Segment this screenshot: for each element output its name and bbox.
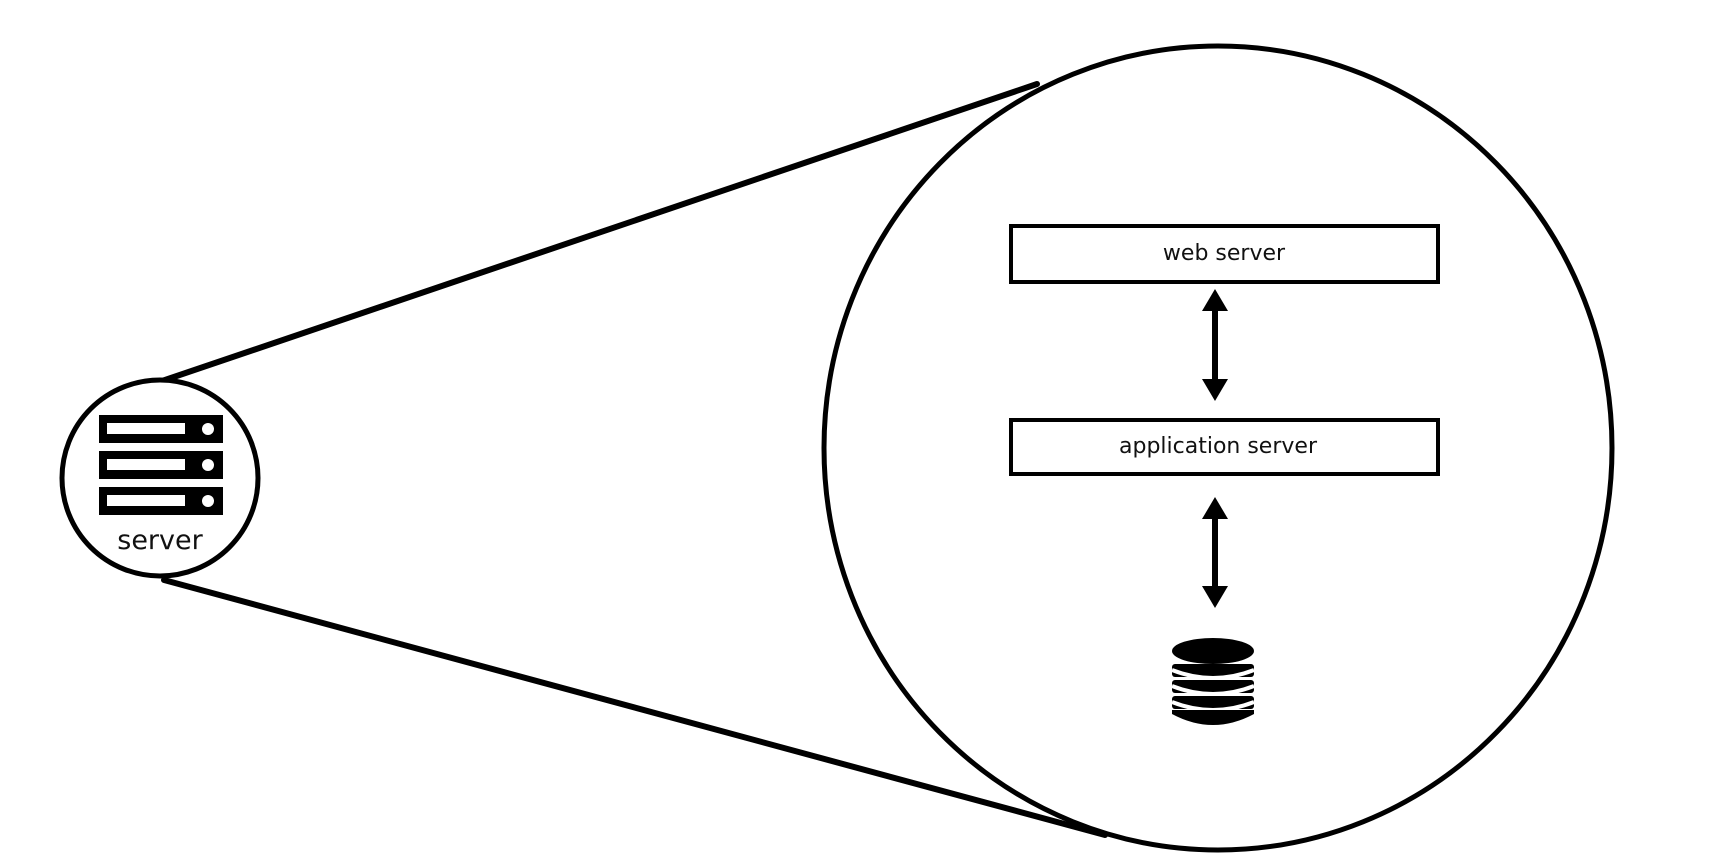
server-label: server bbox=[117, 525, 203, 556]
zoom-connector-bottom bbox=[161, 577, 1108, 838]
application-server-box: application server bbox=[1009, 418, 1440, 476]
server-rack-icon bbox=[99, 415, 223, 515]
web-server-box: web server bbox=[1009, 224, 1440, 284]
bidirectional-arrow-icon bbox=[1202, 497, 1228, 608]
zoom-connector-top bbox=[159, 81, 1040, 384]
database-icon bbox=[1171, 638, 1255, 725]
web-server-label: web server bbox=[1163, 241, 1286, 266]
zoom-view: web server application server bbox=[821, 43, 1615, 853]
server-node: server bbox=[59, 377, 261, 579]
bidirectional-arrow-icon bbox=[1202, 289, 1228, 401]
application-server-label: application server bbox=[1119, 434, 1318, 459]
